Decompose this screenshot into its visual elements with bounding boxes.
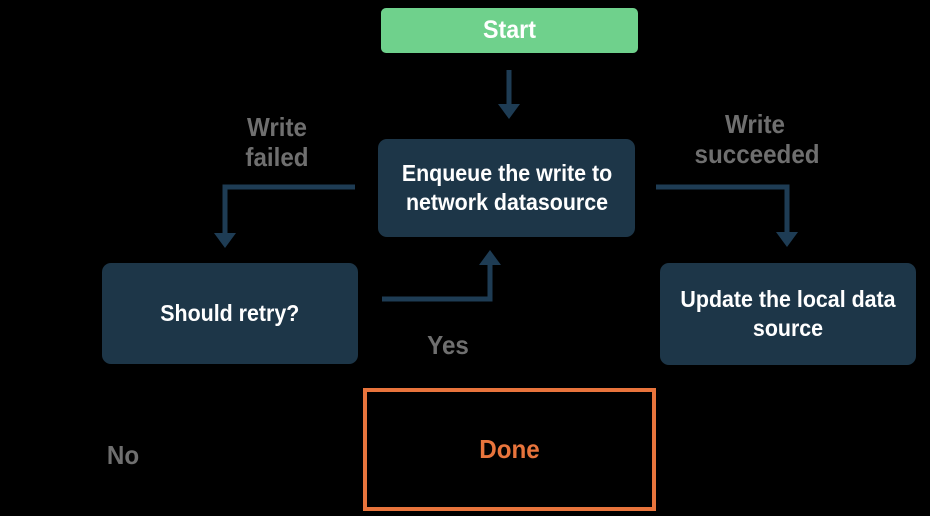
arrowhead-start-to-enqueue	[498, 104, 520, 119]
node-enqueue-write-label: Enqueue the write to network datasource	[401, 160, 612, 215]
arrowhead-enqueue-to-update-local	[776, 232, 798, 247]
node-should-retry: Should retry?	[102, 263, 358, 364]
arrowhead-enqueue-to-should-retry	[214, 233, 236, 248]
node-start: Start	[381, 8, 638, 53]
node-update-local-source: Update the local data source	[660, 263, 916, 365]
arrow-enqueue-to-should-retry-line	[222, 184, 355, 235]
node-done: Done	[363, 388, 656, 511]
node-update-local-source-label: Update the local data source	[680, 286, 896, 341]
node-enqueue-write: Enqueue the write to network datasource	[378, 139, 635, 237]
node-start-label: Start	[483, 16, 536, 44]
node-done-label: Done	[479, 434, 540, 464]
arrow-enqueue-to-update-local-line	[656, 184, 790, 234]
edge-label-write-failed: Write failed	[245, 112, 309, 172]
edge-label-write-succeeded: Write succeeded	[694, 109, 820, 169]
node-should-retry-label: Should retry?	[160, 300, 300, 326]
arrowhead-should-retry-to-enqueue	[479, 250, 501, 265]
edge-label-no: No	[106, 440, 140, 470]
arrow-should-retry-to-enqueue-line	[382, 263, 493, 302]
edge-label-yes: Yes	[427, 330, 469, 360]
